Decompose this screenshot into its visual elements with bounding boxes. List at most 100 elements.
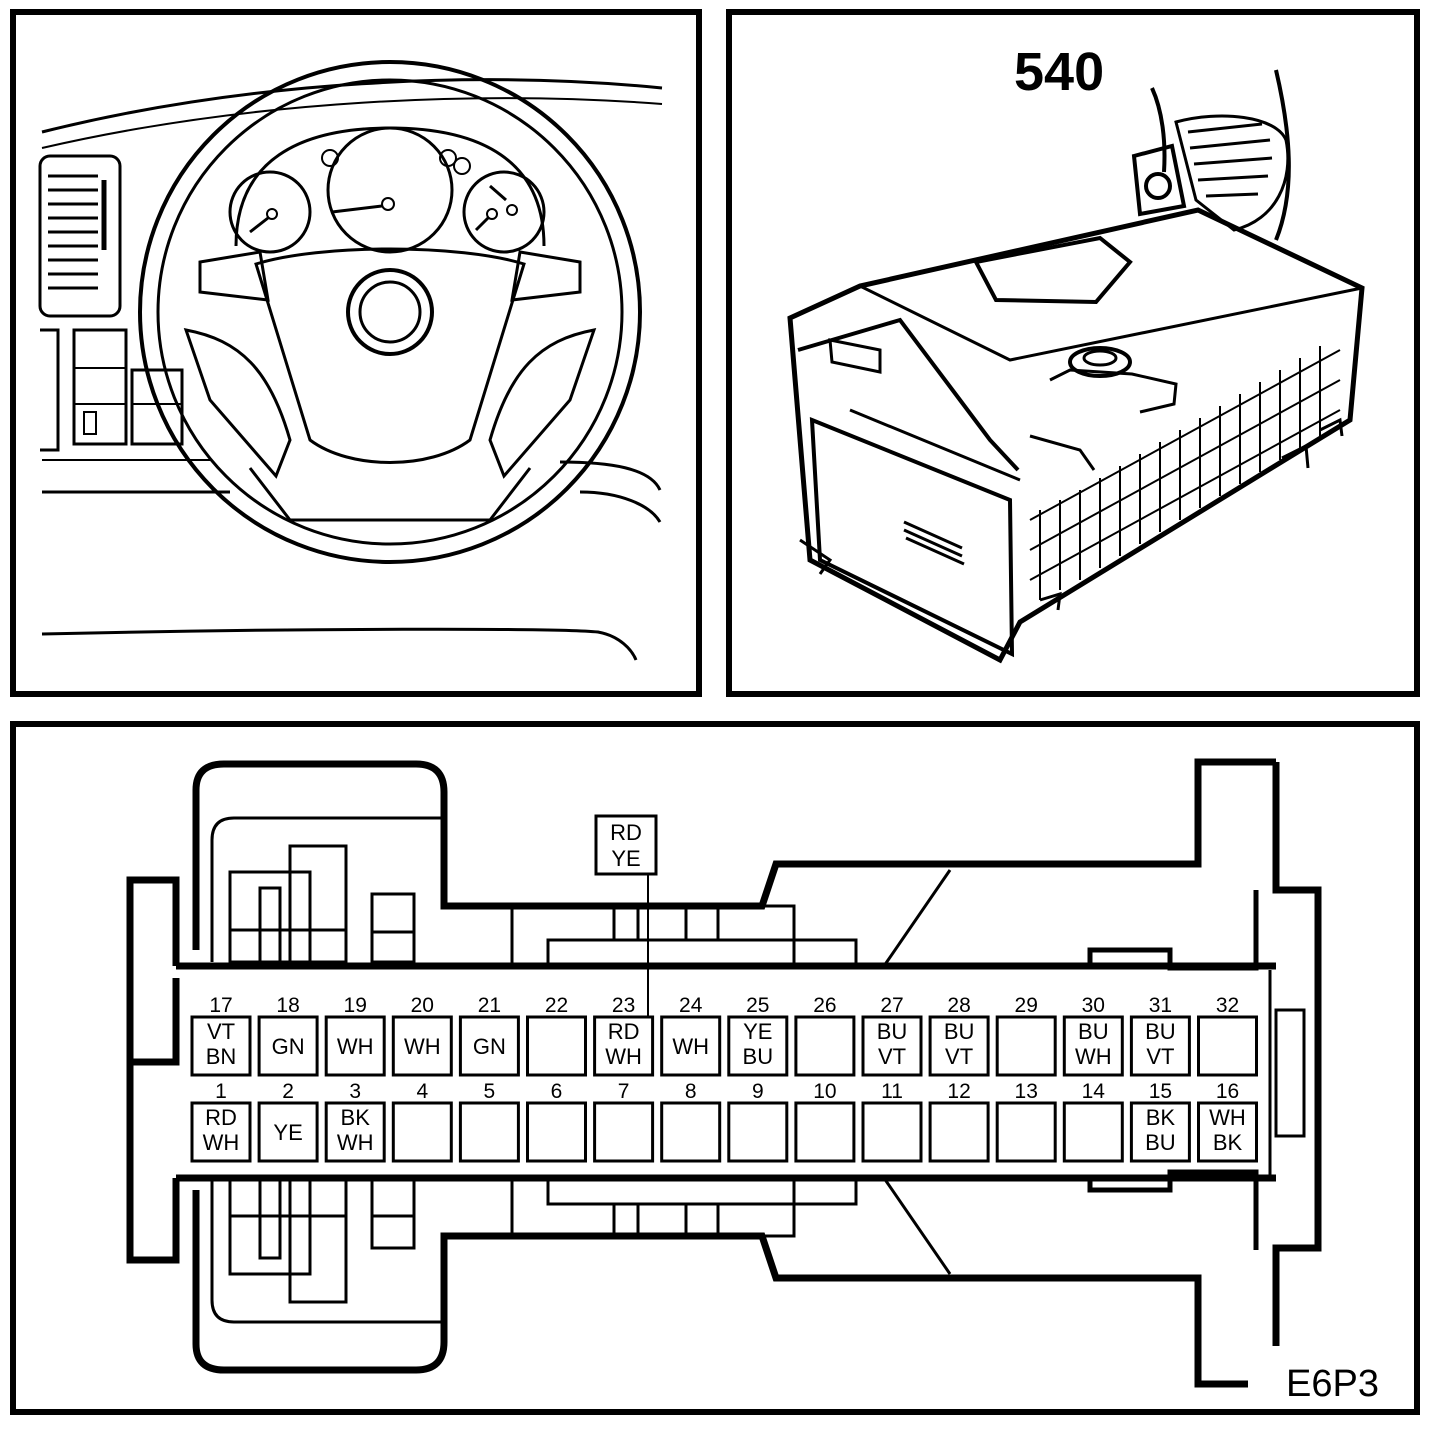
terminal-strip [176,962,1276,1182]
wire-color: BK [1213,1130,1243,1155]
airbag-cover [254,247,526,464]
pin-10: 10 [794,1080,856,1163]
connector-face [809,416,1015,658]
pin-number: 16 [1216,1080,1239,1103]
steering-wheel-rim [138,60,642,564]
pin-cell [190,1015,252,1077]
switch-block [72,328,128,446]
wire-color: WH [203,1130,240,1155]
pin-cell [995,1015,1057,1077]
terminal-grid [1029,346,1341,600]
pin-29: 29 [995,994,1057,1077]
pin-7: 7 [593,1080,655,1163]
pin-cell [995,1101,1057,1163]
dashboard-panel-frame [10,9,702,697]
pin-cell [458,1015,520,1077]
pin-number: 18 [276,994,299,1017]
wire-color: YE [273,1120,302,1145]
dashboard-panel [10,9,702,697]
pin-number: 26 [813,994,836,1017]
pin-26: 26 [794,994,856,1077]
pin-cell [727,1015,789,1077]
pin-cell [1197,1101,1258,1163]
pin-cell [794,1101,856,1163]
pin-cell [257,1101,319,1163]
pin-number: 24 [679,994,703,1017]
pin-number: 25 [746,994,769,1017]
pin-cell [1062,1101,1124,1163]
wire-color: WH [337,1130,374,1155]
wire-color: BK [1146,1105,1176,1130]
wire-color: BK [341,1105,371,1130]
pin-number: 7 [618,1080,630,1103]
wiring-harness [1174,114,1290,232]
wire-color: BU [1145,1130,1176,1155]
pin-4: 4 [391,1080,453,1163]
pinout-panel-frame [10,721,1420,1415]
pin-number: 22 [545,994,568,1017]
wire-color: WH [605,1044,642,1069]
wire-color: VT [1146,1044,1174,1069]
wire-color: BU [1078,1019,1109,1044]
pin-14: 14 [1062,1080,1124,1163]
pin-cell [526,1015,587,1077]
connector-outline-top [192,758,1276,950]
pin-cell [324,1015,386,1077]
pin-number: 27 [880,994,903,1017]
pin-cell [861,1101,923,1163]
pin-number: 15 [1149,1080,1172,1103]
wire-color: WH [404,1034,441,1059]
pin-cell [861,1015,923,1077]
wire-color: BU [743,1044,774,1069]
callout-line-2: YE [611,846,640,871]
pin-cell [727,1101,789,1163]
pin-number: 10 [813,1080,836,1103]
callout-line-1: RD [610,820,642,845]
pin-cell [1062,1015,1124,1077]
pin-cell [794,1015,856,1077]
pin-cell [1129,1101,1191,1163]
speedometer-gauge [326,126,454,254]
pin-cell [324,1101,386,1163]
air-vent [38,154,122,318]
wire-color: YE [743,1019,772,1044]
pin-6: 6 [526,1080,587,1163]
pin-cell [391,1101,453,1163]
callout-box: RD YE [594,814,658,876]
pin-32: 32 [1197,994,1258,1077]
pin-9: 9 [727,1080,789,1163]
pin-8: 8 [660,1080,722,1163]
pin-12: 12 [928,1080,990,1163]
wire-color: RD [608,1019,640,1044]
pin-cell [593,1101,655,1163]
wire-color: WH [672,1034,709,1059]
wire-color: WH [1075,1044,1112,1069]
pin-cell [660,1015,722,1077]
pin-number: 4 [416,1080,428,1103]
wire-color: BU [1145,1019,1176,1044]
pin-cell [928,1015,990,1077]
pin-number: 3 [349,1080,361,1103]
wire-color: GN [272,1034,305,1059]
pin-number: 9 [752,1080,764,1103]
wire-color: BU [944,1019,975,1044]
pin-number: 8 [685,1080,697,1103]
pin-cell [1197,1015,1258,1077]
pin-number: 30 [1082,994,1105,1017]
instrument-cluster [234,126,546,247]
